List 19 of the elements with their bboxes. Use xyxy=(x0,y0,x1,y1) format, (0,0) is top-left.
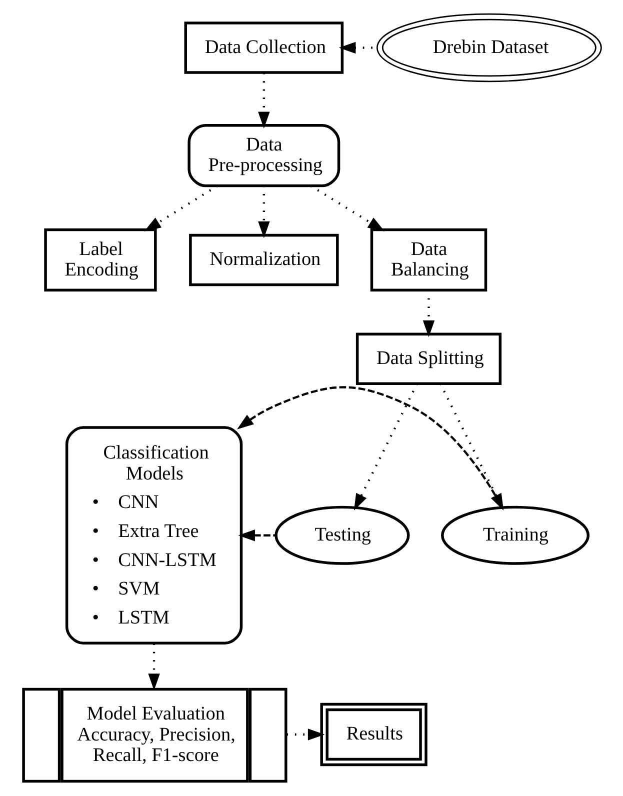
node-box: Data Splitting xyxy=(356,332,502,385)
node-ellipse: Testing xyxy=(274,506,410,565)
node-box: Data Collection xyxy=(184,22,344,74)
arrow xyxy=(238,529,276,542)
node-box: Data Balancing xyxy=(370,228,488,292)
arrow xyxy=(144,184,218,232)
arrow xyxy=(354,383,418,510)
arrow xyxy=(286,728,325,740)
node-box: Normalization xyxy=(189,234,339,286)
node-box: Label Encoding xyxy=(44,228,157,292)
arrow xyxy=(258,186,270,238)
arrow xyxy=(148,644,160,690)
node-box: Results xyxy=(320,702,428,766)
node-ellipse: Training xyxy=(441,506,590,565)
arrow xyxy=(310,184,385,232)
node-box: Data Pre-processing xyxy=(188,124,340,188)
node-ellipse: Drebin Dataset xyxy=(376,13,602,82)
node-box: Classification Models • CNN • Extra Tree • CNN-LSTM • SVM • LSTM xyxy=(65,426,243,645)
arrow xyxy=(258,72,270,129)
